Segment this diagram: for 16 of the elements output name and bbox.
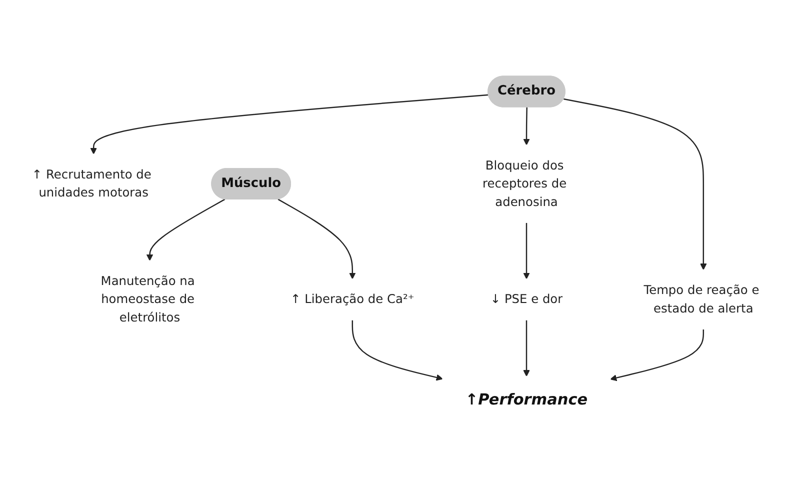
arrow	[278, 198, 356, 280]
arrow	[610, 329, 704, 382]
arrow	[564, 98, 707, 270]
arrow	[90, 94, 489, 154]
node-text: Tempo de reação e estado de alerta	[644, 282, 760, 316]
arrow	[523, 320, 530, 377]
node-text: Manutenção na homeostase de eletrólitos	[100, 274, 195, 325]
arrow	[523, 107, 530, 146]
node-text: ↑Performance	[465, 390, 588, 408]
node-text: ↓ PSE e dor	[490, 292, 563, 306]
arrow	[523, 222, 530, 280]
node-text: Bloqueio dos receptores de adenosina	[482, 158, 567, 209]
arrow	[146, 198, 226, 261]
node-text: ↑ Liberação de Ca²⁺	[290, 292, 414, 306]
arrow	[352, 320, 443, 381]
node-text: ↑ Recrutamento de unidades motoras	[32, 167, 152, 200]
